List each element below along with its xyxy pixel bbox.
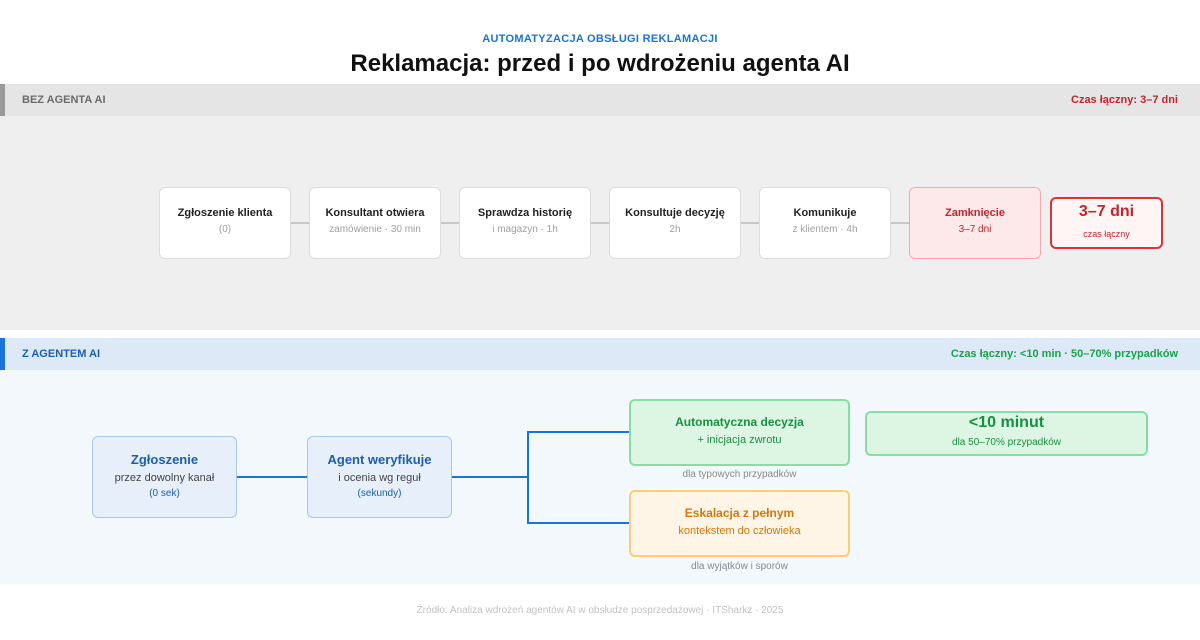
section-header-after: Z AGENTEM AI Czas łączny: <10 min · 50–7… bbox=[0, 338, 1200, 370]
total-time-caption: czas łączny bbox=[1083, 229, 1130, 239]
section-label-before: BEZ AGENTA AI bbox=[22, 94, 106, 106]
flow-connector bbox=[237, 476, 307, 478]
outcome-caption: dla typowych przypadków bbox=[682, 469, 797, 480]
outcome-title: Automatyczna decyzja bbox=[675, 415, 804, 429]
step-subtitle: 3–7 dni bbox=[958, 224, 992, 235]
step-title: Zgłoszenie klienta bbox=[177, 207, 273, 219]
outcome-caption: dla wyjątków i sporów bbox=[691, 561, 788, 572]
step-note: (0 sek) bbox=[149, 488, 180, 499]
total-time-before: Czas łączny: 3–7 dni bbox=[1071, 94, 1178, 106]
step-subtitle: z klientem · 4h bbox=[792, 224, 858, 235]
section-label-after: Z AGENTEM AI bbox=[22, 348, 101, 360]
step-subtitle: i magazyn · 1h bbox=[492, 224, 558, 235]
step-connector bbox=[741, 222, 759, 224]
process-step: Zgłoszenie klienta (0) bbox=[159, 187, 291, 259]
step-subtitle: zamówienie · 30 min bbox=[329, 224, 421, 235]
flow-connector bbox=[452, 476, 528, 478]
step-subtitle: przez dowolny kanał bbox=[114, 472, 215, 484]
step-title: Komunikuje bbox=[793, 207, 857, 219]
process-step: Komunikuje z klientem · 4h bbox=[759, 187, 891, 259]
step-connector bbox=[291, 222, 309, 224]
total-time-box-before: 3–7 dni czas łączny bbox=[1050, 197, 1163, 249]
outcome-subtitle: + inicjacja zwrotu bbox=[697, 434, 782, 446]
total-time-value: 3–7 dni bbox=[1078, 203, 1135, 220]
branch-connector bbox=[527, 431, 529, 524]
step-title: Sprawdza historię bbox=[477, 207, 573, 219]
total-time-box-after: <10 minut dla 50–70% przypadków bbox=[865, 411, 1148, 456]
outcome-escalation: Eskalacja z pełnym kontekstem do człowie… bbox=[629, 490, 850, 557]
step-title: Zamknięcie bbox=[945, 207, 1005, 219]
step-title: Konsultuje decyzję bbox=[625, 207, 725, 219]
agent-flow-step: Zgłoszenie przez dowolny kanał (0 sek) bbox=[92, 436, 237, 518]
step-note: (sekundy) bbox=[357, 488, 402, 499]
outcome-title: Eskalacja z pełnym bbox=[684, 506, 795, 520]
step-connector bbox=[441, 222, 459, 224]
total-time-after: Czas łączny: <10 min · 50–70% przypadków bbox=[950, 348, 1178, 360]
section-header-before: BEZ AGENTA AI Czas łączny: 3–7 dni bbox=[0, 84, 1200, 116]
agent-flow-step: Agent weryfikuje i ocenia wg reguł (seku… bbox=[307, 436, 452, 518]
total-time-value: <10 minut bbox=[968, 414, 1045, 431]
process-step-final: Zamknięcie 3–7 dni bbox=[909, 187, 1041, 259]
step-subtitle: (0) bbox=[218, 224, 232, 235]
source-footnote: Źródło: Analiza wdrożeń agentów AI w obs… bbox=[416, 605, 784, 616]
step-connector bbox=[891, 222, 909, 224]
kicker-label: AUTOMATYZACJA OBSŁUGI REKLAMACJI bbox=[482, 33, 718, 45]
step-connector bbox=[591, 222, 609, 224]
total-time-caption: dla 50–70% przypadków bbox=[952, 437, 1061, 448]
process-step: Konsultant otwiera zamówienie · 30 min bbox=[309, 187, 441, 259]
step-title: Agent weryfikuje bbox=[327, 452, 432, 467]
page-title: Reklamacja: przed i po wdrożeniu agenta … bbox=[350, 50, 850, 77]
step-title: Zgłoszenie bbox=[130, 452, 199, 467]
branch-connector-bottom bbox=[527, 522, 629, 524]
branch-connector-top bbox=[527, 431, 629, 433]
step-subtitle: 2h bbox=[669, 224, 681, 235]
section-accent-bar bbox=[0, 338, 5, 370]
outcome-automatic-decision: Automatyczna decyzja + inicjacja zwrotu bbox=[629, 399, 850, 466]
process-step: Sprawdza historię i magazyn · 1h bbox=[459, 187, 591, 259]
section-accent-bar bbox=[0, 84, 5, 116]
step-title: Konsultant otwiera bbox=[325, 207, 425, 219]
process-step: Konsultuje decyzję 2h bbox=[609, 187, 741, 259]
step-subtitle: i ocenia wg reguł bbox=[338, 472, 421, 484]
outcome-subtitle: kontekstem do człowieka bbox=[678, 525, 801, 537]
